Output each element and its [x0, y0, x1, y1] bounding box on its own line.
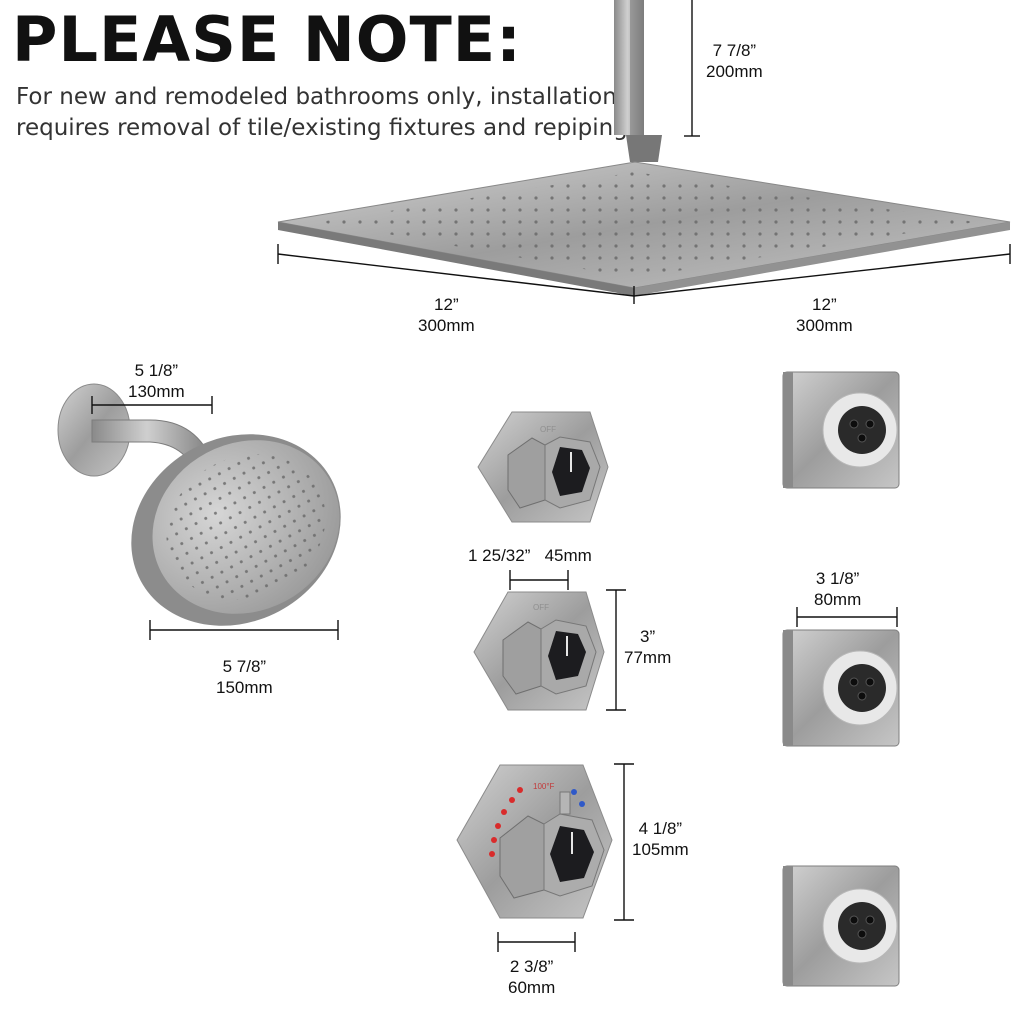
rain-dimension-lines	[277, 0, 1011, 304]
jet-dimension-lines	[796, 607, 898, 627]
off-label: OFF	[533, 603, 549, 612]
body-jet-bottom	[782, 865, 900, 987]
thermo-width-label: 2 3/8”60mm	[508, 957, 556, 997]
diverter-valve-middle: OFF	[473, 591, 605, 711]
thermo-height-label: 4 1/8”105mm	[632, 819, 689, 859]
head-nozzles	[166, 454, 326, 600]
arm-connector	[626, 135, 662, 162]
diverter-height-label: 3”77mm	[624, 627, 672, 667]
rain-width-label: 12”300mm	[418, 295, 475, 335]
wall-shower-head	[57, 383, 341, 626]
hot-indicator-dots	[489, 787, 523, 857]
arm-height-label: 7 7/8”200mm	[706, 41, 763, 81]
off-label: OFF	[540, 425, 556, 434]
head-diameter-label: 5 7/8”150mm	[216, 657, 273, 697]
jet-width-label: 3 1/8”80mm	[814, 569, 862, 609]
page-title: PLEASE NOTE:	[12, 3, 522, 76]
body-jet-top	[782, 371, 900, 489]
rain-depth-label: 12”300mm	[796, 295, 853, 335]
valve-dimension-lines	[509, 570, 626, 711]
diverter-valve-top: OFF	[477, 411, 609, 523]
body-jet-middle	[782, 629, 900, 747]
rain-shower-head	[277, 0, 1011, 296]
temp-label: 100°F	[533, 782, 555, 791]
thermostatic-valve: 100°F	[456, 764, 613, 919]
installation-note: For new and remodeled bathrooms only, in…	[16, 84, 636, 141]
handle-width-label: 1 25/32” 45mm	[468, 546, 592, 565]
cold-indicator-dots	[571, 789, 585, 807]
arm-length-label: 5 1/8”130mm	[128, 361, 185, 401]
wall-head-dimension-lines	[91, 396, 339, 640]
thermo-dimension-lines	[497, 763, 634, 952]
rain-nozzles	[320, 172, 975, 278]
